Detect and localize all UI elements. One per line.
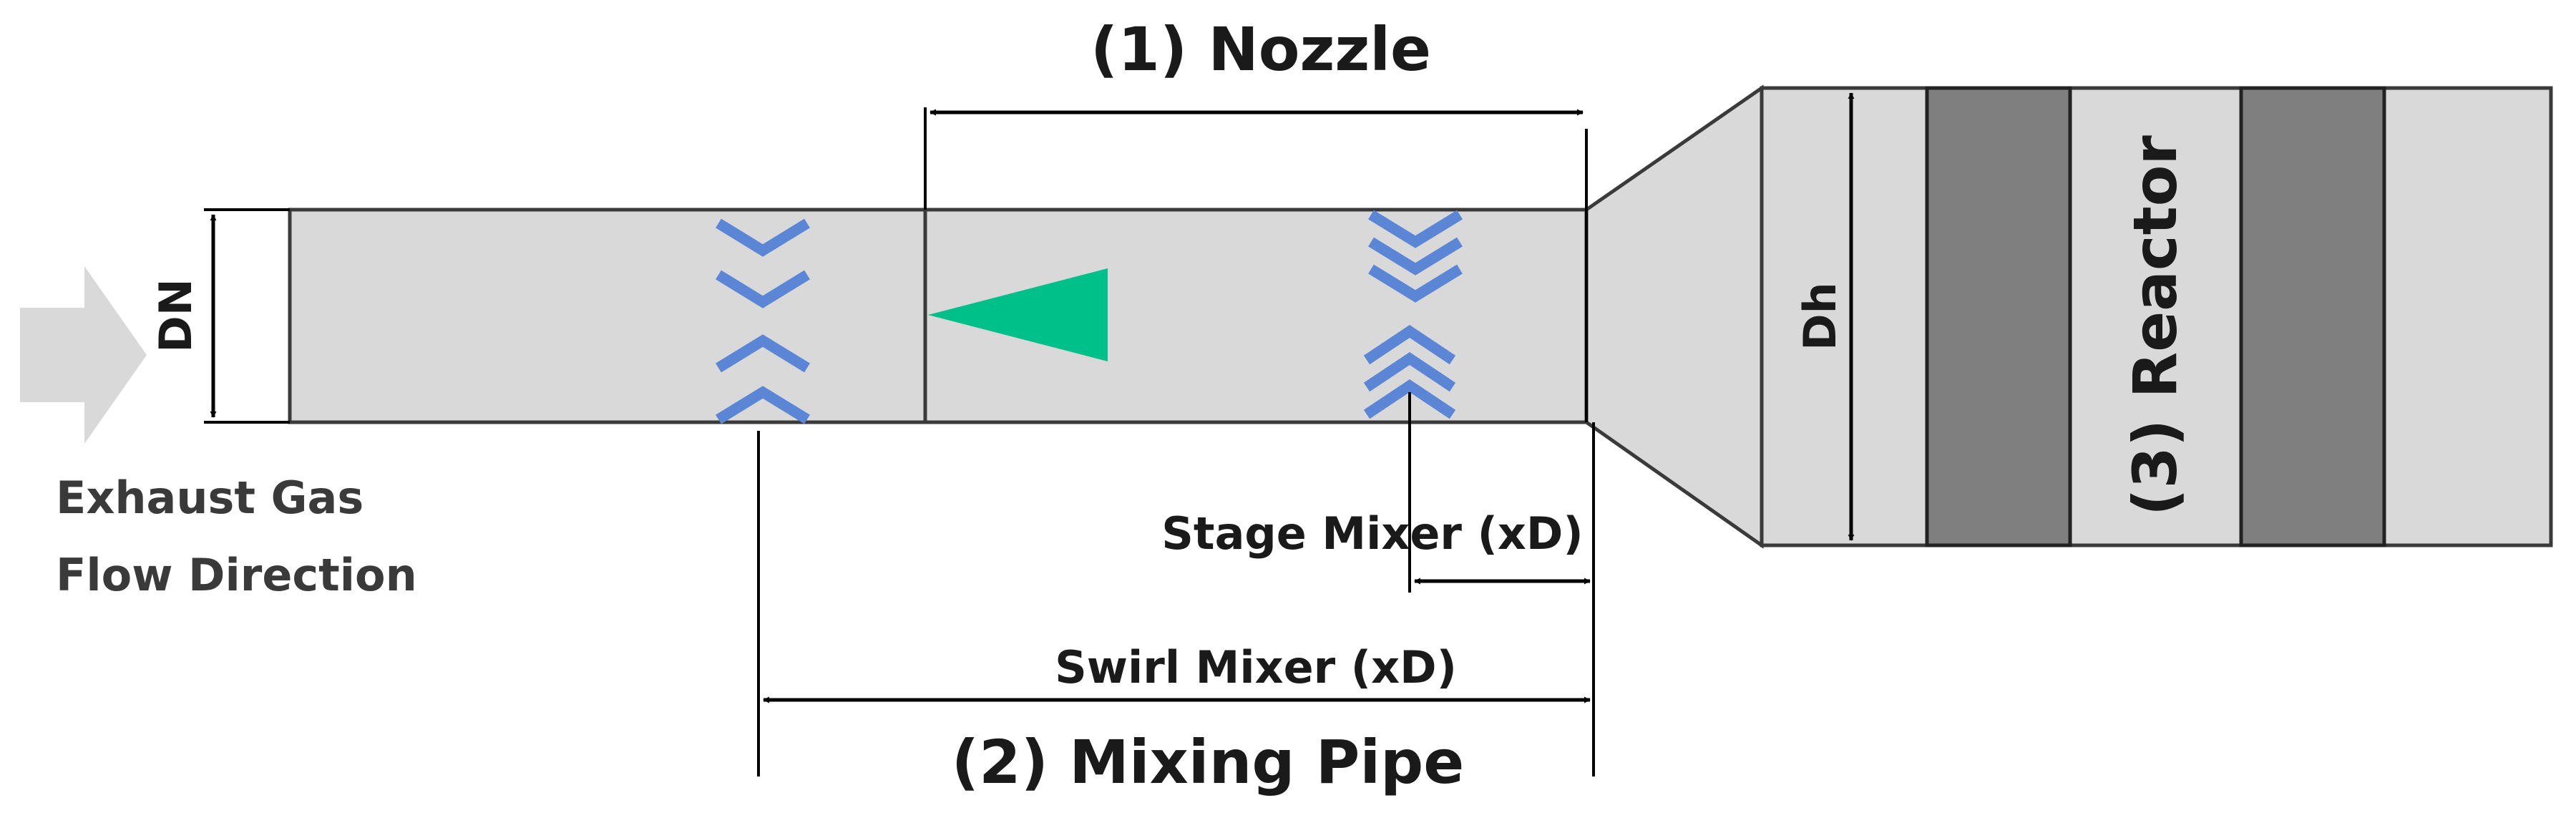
- catalyst-block-2: [2239, 86, 2386, 547]
- swirl-mixer-dimension: [757, 431, 1591, 776]
- flow-direction-arrow-icon: [20, 266, 147, 444]
- catalyst-block-1: [1925, 86, 2072, 547]
- reactor-body: [1760, 86, 2553, 547]
- flow-label-line1: Exhaust Gas: [56, 472, 364, 524]
- nozzle-spray-cone-icon: [928, 268, 1108, 361]
- diffuser-cone: [1584, 84, 1764, 549]
- nozzle-dimension: [924, 107, 1588, 422]
- dn-label: DN: [150, 278, 202, 352]
- stage-mixer-dimension: [1408, 392, 1595, 776]
- reactor-label: (3) Reactor: [2120, 135, 2190, 515]
- dh-label: Dh: [1794, 282, 1846, 351]
- mixing-pipe-label: (2) Mixing Pipe: [952, 727, 1464, 797]
- flow-label-line2: Flow Direction: [56, 549, 417, 601]
- swirl-mixer-label: Swirl Mixer (xD): [1055, 641, 1457, 693]
- nozzle-label: (1) Nozzle: [1091, 14, 1431, 84]
- stage-mixer-chevron-icon: [1363, 210, 1463, 419]
- stage-mixer-label: Stage Mixer (xD): [1161, 507, 1583, 560]
- swirl-mixer-chevron-icon: [716, 218, 810, 424]
- dn-dimension: [204, 208, 290, 424]
